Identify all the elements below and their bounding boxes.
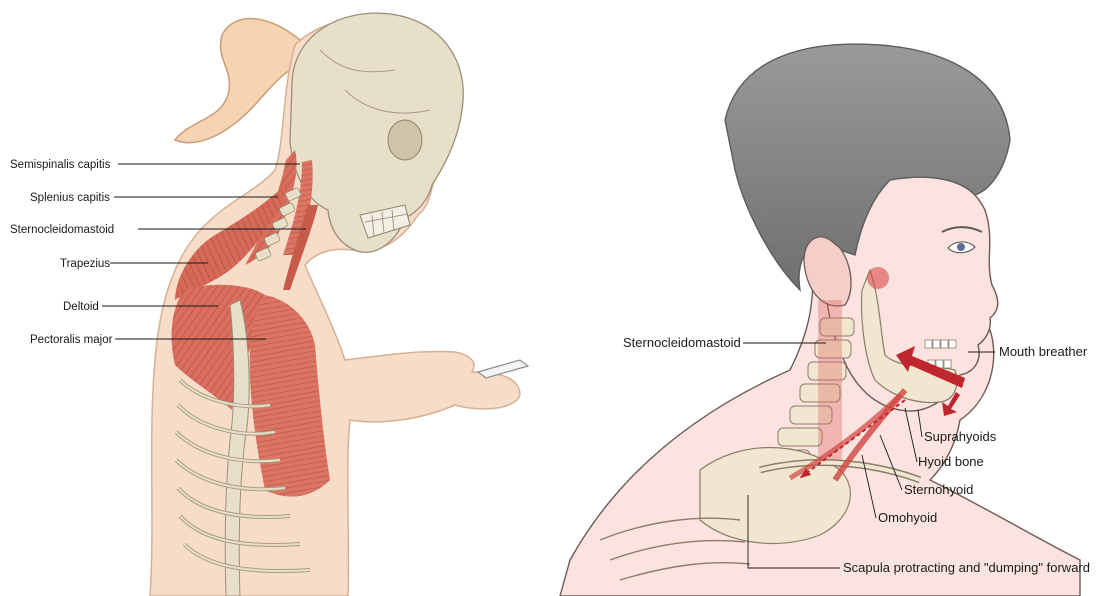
label-omohyoid: Omohyoid: [878, 510, 937, 525]
label-hyoid-bone: Hyoid bone: [918, 454, 984, 469]
eye-socket: [388, 120, 422, 160]
right-illustration: Sternocleidomastoid Mouth breather Supra…: [560, 44, 1090, 596]
label-sternohyoid: Sternohyoid: [904, 482, 973, 497]
label-mouth-breather: Mouth breather: [999, 344, 1088, 359]
ponytail: [175, 19, 300, 143]
label-pectoralis-major: Pectoralis major: [30, 334, 113, 346]
label-sternocleidomastoid-right: Sternocleidomastoid: [623, 335, 741, 350]
label-deltoid: Deltoid: [63, 301, 99, 313]
label-scapula-protracting: Scapula protracting and "dumping" forwar…: [843, 560, 1090, 575]
left-illustration: Semispinalis capitis Splenius capitis St…: [10, 13, 528, 596]
label-trapezius: Trapezius: [60, 258, 110, 270]
label-sternocleidomastoid-left: Sternocleidomastoid: [10, 224, 114, 236]
label-splenius-capitis: Splenius capitis: [30, 192, 110, 204]
label-suprahyoids: Suprahyoids: [924, 429, 997, 444]
label-semispinalis-capitis: Semispinalis capitis: [10, 159, 111, 171]
